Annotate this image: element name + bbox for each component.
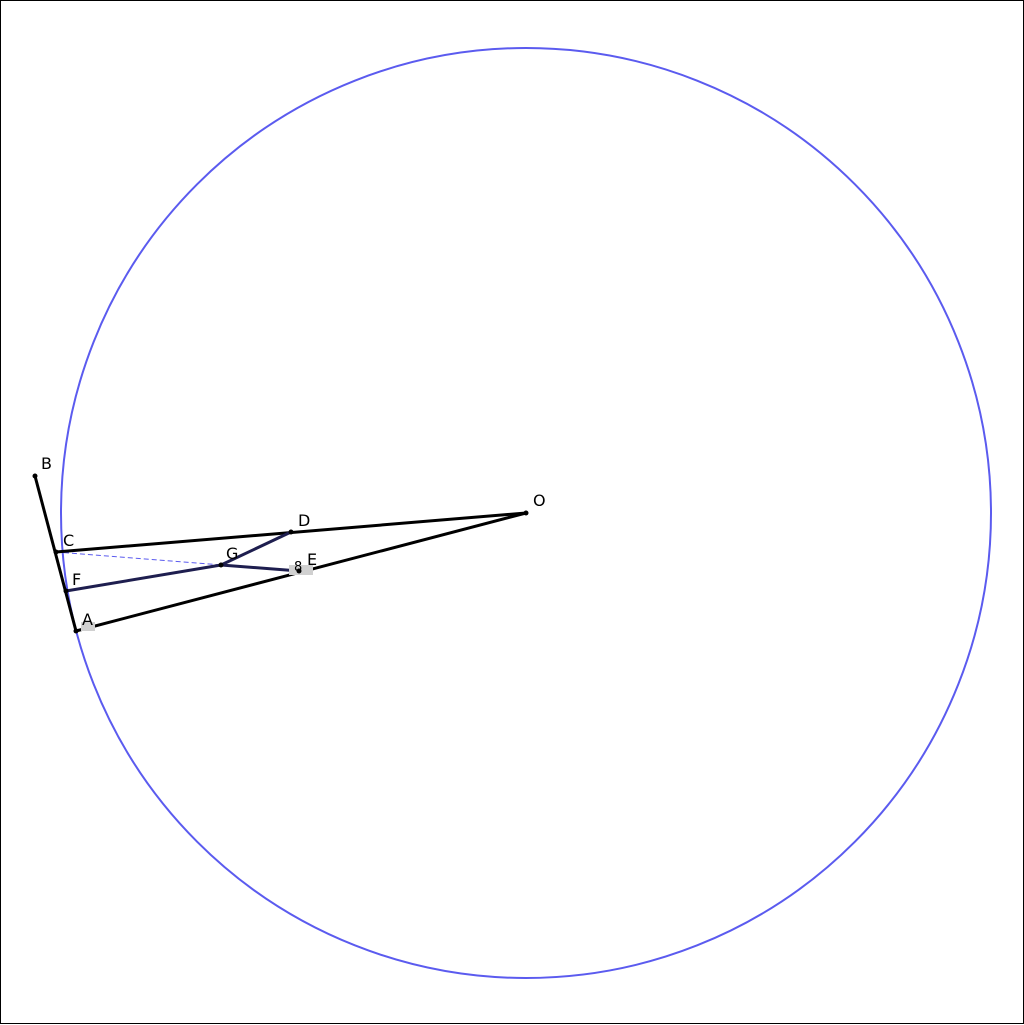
segment-g-e	[220, 563, 300, 573]
label-f: F	[72, 570, 81, 589]
label-b: B	[41, 454, 52, 473]
point-c	[53, 549, 59, 555]
label-a: A	[82, 610, 93, 629]
label-c: C	[63, 531, 74, 550]
segment-length-label: 8	[294, 560, 302, 575]
point-e	[296, 568, 302, 574]
point-g	[218, 562, 224, 568]
segment-f-g	[65, 563, 222, 593]
circle-o	[60, 47, 992, 979]
label-d: D	[298, 511, 310, 530]
point-f	[63, 588, 69, 594]
label-e: E	[307, 550, 317, 569]
point-o	[523, 510, 529, 516]
segment-g-d	[220, 530, 292, 567]
point-b	[32, 473, 38, 479]
label-box-near-a	[81, 622, 95, 631]
point-d	[288, 529, 294, 535]
point-a	[73, 628, 79, 634]
label-o: O	[533, 491, 546, 510]
label-g: G	[226, 544, 238, 563]
